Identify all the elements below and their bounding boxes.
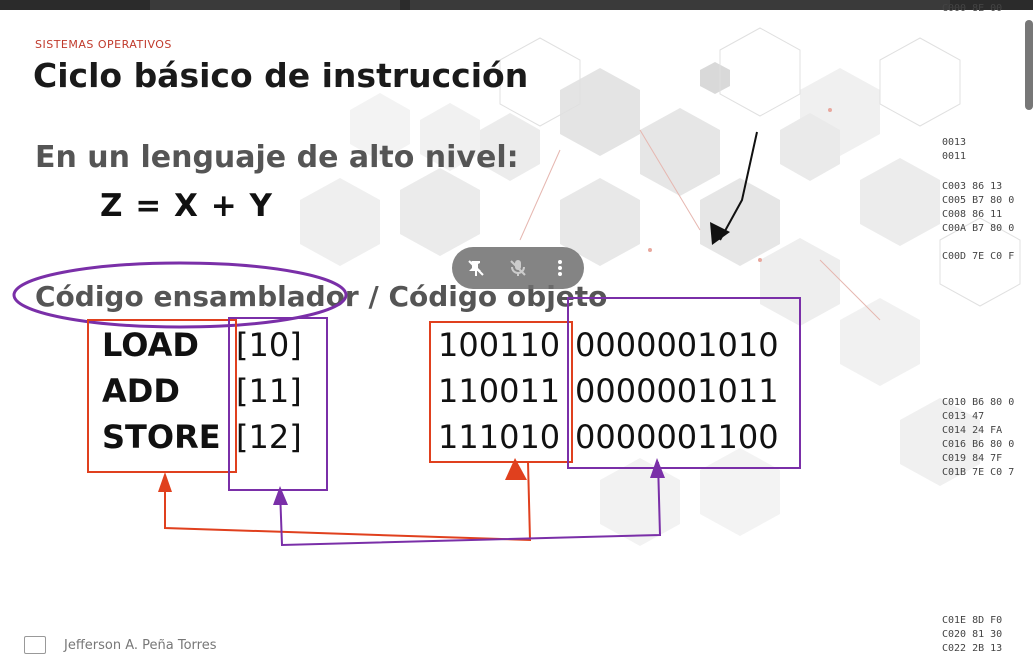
hexdump-top: C000 8E 00 [942,3,1003,14]
presenter-screen-icon [24,636,46,654]
hexdump-block: C010 B6 80 0 C013 47 C014 24 FA C016 B6 … [942,397,1015,478]
instruction-address: [11] [236,372,302,410]
top-bar-segment [410,0,950,10]
instruction-op: ADD [102,372,180,410]
hexdump-block: C01E 8D F0 C020 81 30 C022 2B 13 [942,615,1003,654]
binary-operand: 0000001100 [575,418,779,456]
pin-off-icon[interactable] [464,256,488,280]
course-label: SISTEMAS OPERATIVOS [35,38,172,51]
slide-title: Ciclo básico de instrucción [33,56,529,95]
binary-operand: 0000001010 [575,326,779,364]
hexdump-block: C00D 7E C0 F [942,251,1015,262]
mic-off-icon[interactable] [506,256,530,280]
hexdump-block: C003 86 13 C005 B7 80 0 C008 86 11 C00A … [942,181,1015,234]
binary-opcode: 100110 [438,326,561,364]
binary-opcode: 110011 [438,372,561,410]
instruction-op: STORE [102,418,221,456]
binary-opcode: 111010 [438,418,561,456]
floating-toolbar [452,247,584,289]
hexdump-block: 0013 0011 [942,137,967,162]
presenter-name: Jefferson A. Peña Torres [64,638,217,653]
window-scroll-handle[interactable] [1025,20,1033,110]
top-bar-segment [150,0,400,10]
slide-subtitle: En un lenguaje de alto nivel: [35,140,519,175]
binary-operand: 0000001011 [575,372,779,410]
formula: Z = X + Y [100,188,273,224]
instruction-address: [10] [236,326,302,364]
top-bar [0,0,1033,10]
more-vert-icon[interactable] [548,256,572,280]
instruction-op: LOAD [102,326,199,364]
instruction-address: [12] [236,418,302,456]
